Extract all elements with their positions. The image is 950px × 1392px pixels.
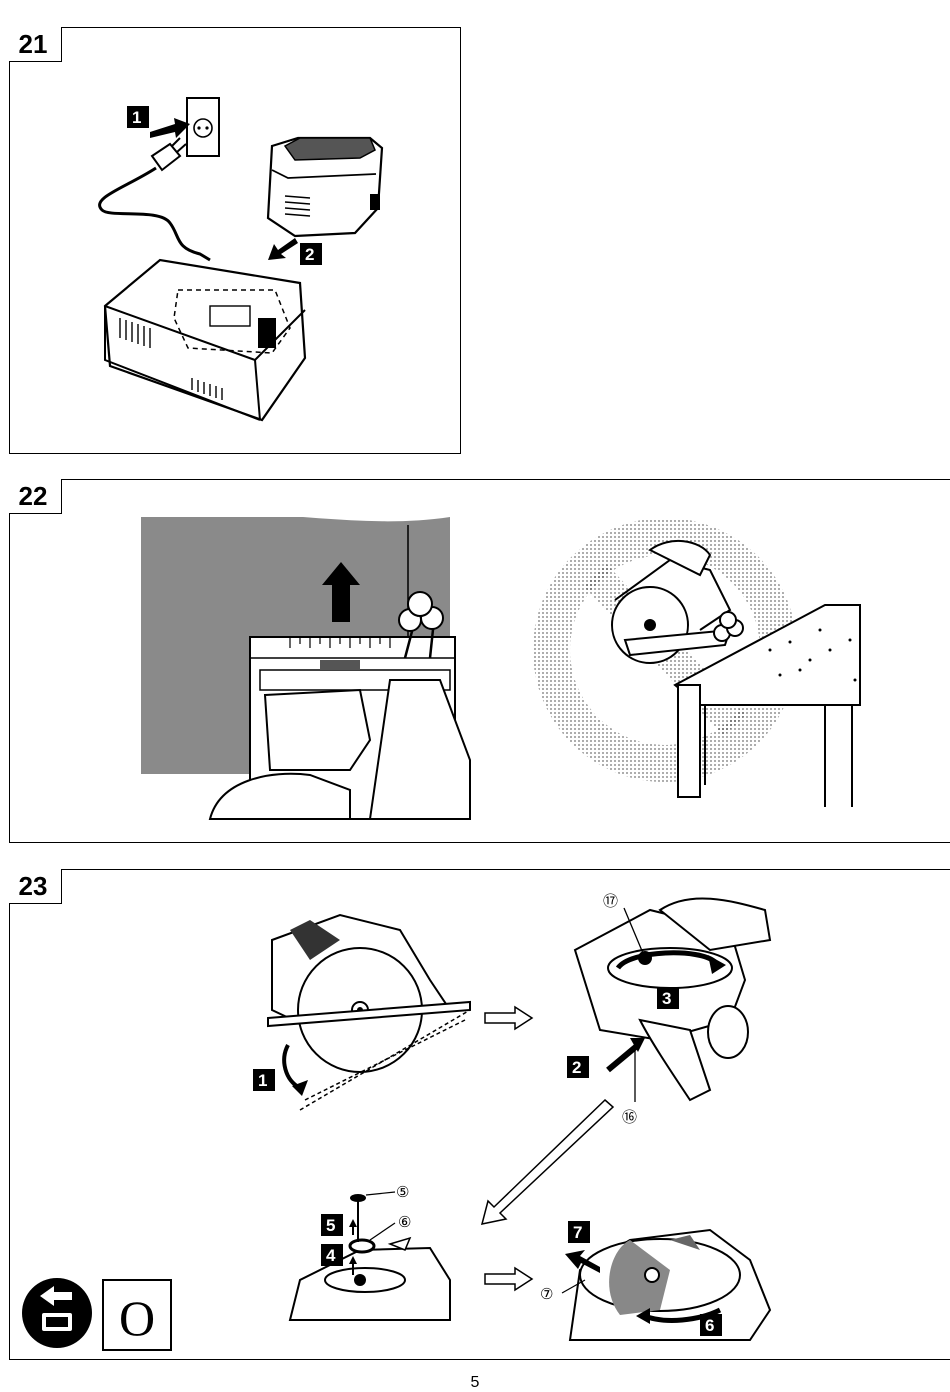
figure-21-panel: 21 1 bbox=[9, 27, 461, 454]
step-1-label: 1 bbox=[132, 108, 141, 127]
step-2-label: 2 bbox=[572, 1058, 581, 1077]
insert-battery-arrow bbox=[268, 238, 298, 260]
figure-23-panel: 2 3 1 bbox=[9, 869, 950, 1360]
callout-5: ⑤ bbox=[396, 1184, 409, 1201]
mode-letter: O bbox=[119, 1290, 155, 1346]
figure-22-panel: 22 bbox=[9, 479, 950, 843]
saw-side-view bbox=[268, 915, 470, 1110]
callout-17: ⑰ bbox=[603, 893, 618, 910]
step-6-label: 6 bbox=[705, 1316, 714, 1335]
next-arrow-2 bbox=[482, 1100, 613, 1224]
step-4-label: 4 bbox=[326, 1246, 336, 1265]
bolt-removal-view bbox=[290, 1192, 450, 1320]
callout-7: ⑦ bbox=[540, 1286, 553, 1303]
step-3-label: 3 bbox=[662, 989, 671, 1008]
blade-removal-view bbox=[562, 1230, 770, 1340]
prohibition-sign bbox=[533, 518, 860, 807]
charger-illustration: 1 2 bbox=[10, 28, 462, 455]
battery-charger bbox=[105, 260, 305, 420]
step-5-label: 5 bbox=[326, 1216, 335, 1235]
next-arrow-1 bbox=[485, 1007, 532, 1029]
blade-change-illustration: 1 ⑰ 3 2 ⑯ bbox=[10, 870, 935, 1361]
battery-removal-icon bbox=[22, 1278, 92, 1348]
step-7-label: 7 bbox=[573, 1223, 582, 1242]
saw-cutting-board bbox=[141, 513, 470, 819]
next-arrow-3 bbox=[485, 1268, 532, 1290]
callout-16: ⑯ bbox=[622, 1109, 637, 1126]
page-number: 5 bbox=[0, 1374, 950, 1392]
step-2-label: 2 bbox=[305, 245, 314, 264]
callout-6: ⑥ bbox=[398, 1214, 411, 1231]
dust-extraction-illustration bbox=[10, 480, 935, 844]
insert-plug-arrow bbox=[150, 118, 190, 138]
wall-socket bbox=[187, 98, 219, 156]
battery-pack bbox=[268, 138, 382, 236]
step-1-label: 1 bbox=[258, 1071, 267, 1090]
